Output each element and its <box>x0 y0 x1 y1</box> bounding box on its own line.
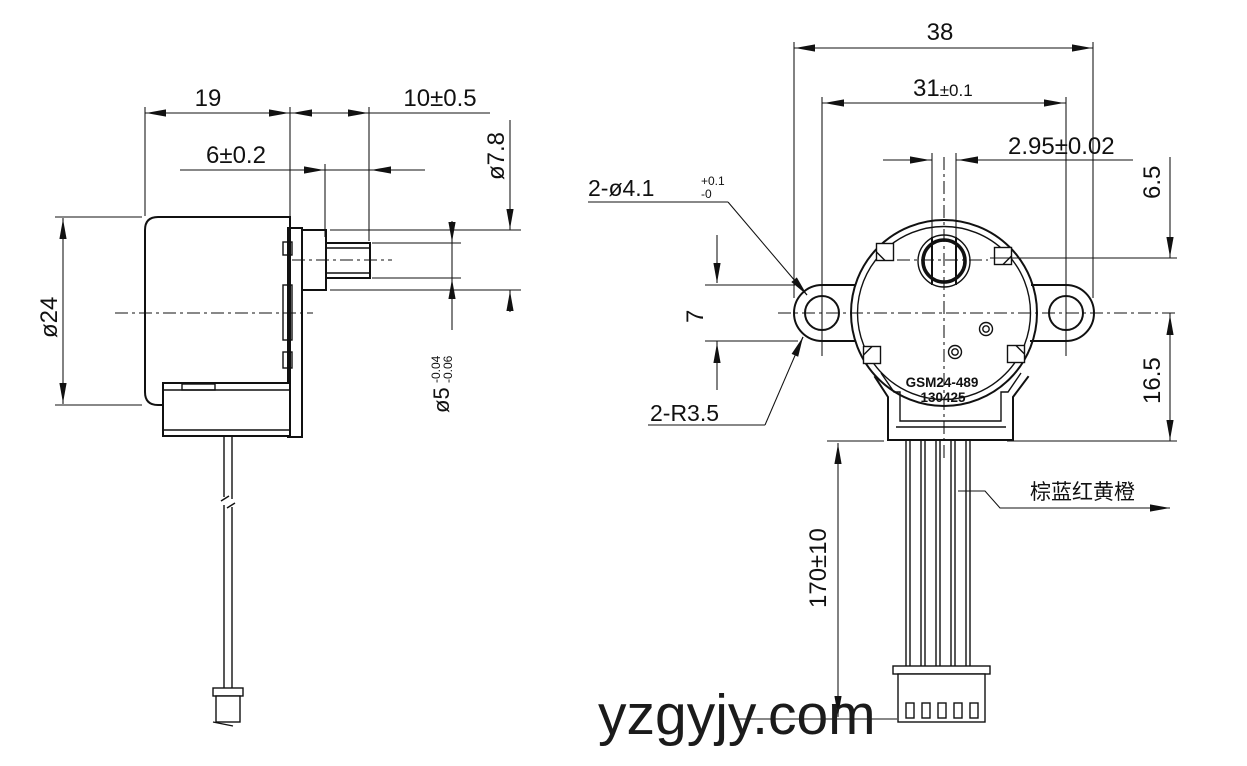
side-view-dimensions <box>55 107 521 406</box>
connector-front <box>892 665 991 723</box>
dim-body-diameter: ø24 <box>36 297 63 338</box>
label-wire-colors: 棕蓝红黄橙 <box>1030 481 1135 504</box>
dim-shaft-diameter: ø5 <box>429 387 454 413</box>
dim-body-length: 19 <box>195 85 222 112</box>
label-mount-holes: 2-ø4.1 <box>588 175 654 201</box>
dim-boss-diameter: ø7.8 <box>483 132 510 180</box>
connector-side <box>212 687 244 727</box>
lead-wires-front <box>905 441 971 666</box>
side-view: 19 10±0.5 6±0.2 ø7.8 ø24 ø5 -0.04 -0.06 <box>36 85 521 727</box>
shaft-tol-lower: -0.06 <box>441 355 455 383</box>
hole-spacing-tol: ±0.1 <box>940 81 973 100</box>
label-date-code: 130425 <box>920 390 966 405</box>
dim-shaft-diameter-group: ø5 -0.04 -0.06 <box>429 355 455 413</box>
wire-exit-housing <box>873 372 1030 441</box>
lead-wire-side <box>220 436 236 688</box>
dim-shaft-offset: 6.5 <box>1139 166 1166 199</box>
mount-tol-lower: -0 <box>701 187 712 201</box>
shaft-tol-upper: -0.04 <box>429 355 443 383</box>
dim-lead-length: 170±10 <box>805 528 832 608</box>
rivets <box>947 321 994 360</box>
dim-hole-spacing: 31 <box>913 75 940 102</box>
mount-tol-upper: +0.1 <box>701 174 725 188</box>
label-ear-radius: 2-R3.5 <box>650 400 719 426</box>
watermark: yzgyjy.com <box>598 683 876 747</box>
label-model: GSM24-489 <box>906 375 979 390</box>
dim-ear-height: 7 <box>682 310 709 323</box>
dim-thread-length: 6±0.2 <box>206 142 266 169</box>
dim-overall-width: 38 <box>927 19 954 46</box>
crimp-notches <box>862 242 1026 365</box>
front-view-dimensions <box>588 42 1177 720</box>
front-view: 38 31±0.1 2.95±0.02 6.5 16.5 7 170±10 2-… <box>588 19 1177 723</box>
dim-lower-height: 16.5 <box>1139 357 1166 404</box>
motor-body-side <box>144 216 371 438</box>
dim-shaft-flat: 2.95±0.02 <box>1008 133 1115 160</box>
mount-holes-callout: 2-ø4.1 +0.1 -0 <box>588 174 725 201</box>
dim-hole-spacing-group: 31±0.1 <box>913 75 973 102</box>
dim-shaft-length: 10±0.5 <box>403 85 476 112</box>
